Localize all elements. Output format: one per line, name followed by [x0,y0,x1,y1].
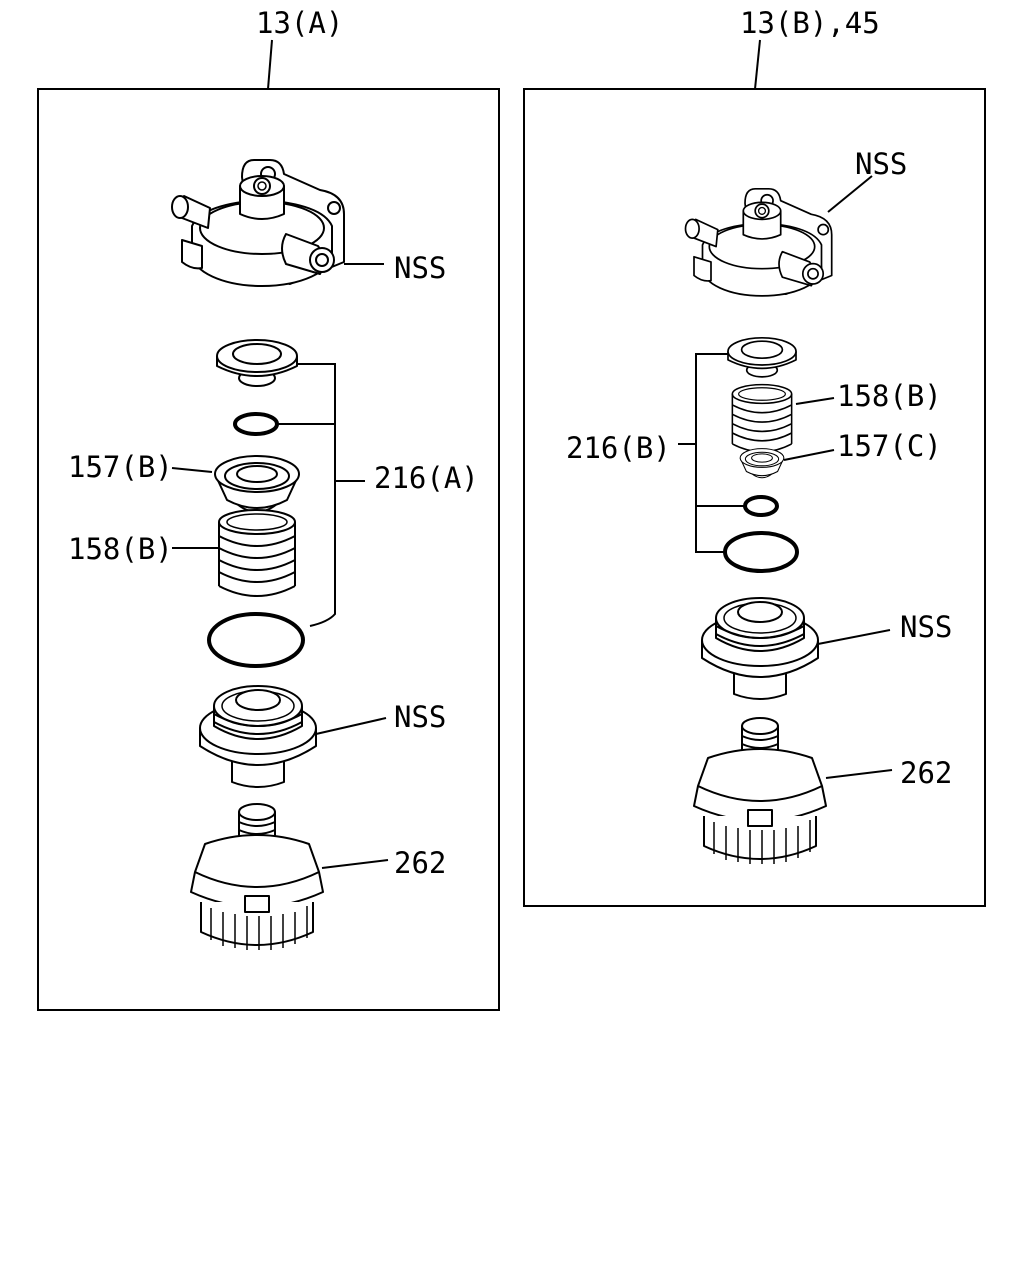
panel-a-small-oring [233,412,279,436]
panel-a-body-leader [315,717,387,735]
panel-b-body-label: NSS [900,610,952,644]
panel-a-bowl-part [190,803,324,951]
panel-b-bowl-label: 262 [900,756,952,790]
panel-b-header-leader [754,39,761,90]
panel-a-large-oring [207,612,305,668]
panel-a-header-leader [267,39,273,90]
panel-b-small-oring [743,495,779,517]
panel-b-large-oring [723,531,799,573]
panel-b-spring-label: 158(B) [837,379,942,413]
panel-b-spring-part [731,383,793,453]
panel-b-spring-leader [795,397,835,405]
panel-b: 13(B),45 NSS 216(B) 158(B) 157(C) NSS 26… [523,6,986,907]
panel-a: 13(A) NSS 216(A) 157(B) 158(B) NSS 262 [37,6,500,1011]
panel-a-body-label: NSS [394,700,446,734]
panel-b-retainer-leader [783,449,835,461]
panel-a-housing-part [171,159,345,287]
panel-a-spring-label: 158(B) [68,532,173,566]
panel-a-housing-label: NSS [394,251,446,285]
panel-a-header: 13(A) [256,6,343,40]
panel-a-bowl-leader [321,859,389,869]
panel-a-retainer-label: 157(B) [68,450,173,484]
panel-b-body-leader [817,629,891,645]
panel-b-kit-bracket [695,353,728,553]
panel-b-retainer-label: 157(C) [837,429,942,463]
panel-a-retainer-part [214,455,300,513]
panel-b-housing-part [684,187,833,297]
panel-b-retainer-part [739,448,785,479]
panel-a-kit-label: 216(A) [374,461,479,495]
panel-a-body-part [199,685,317,788]
panel-b-housing-leader [827,175,873,213]
panel-b-frame [523,88,986,907]
panel-a-kit-bracket [296,363,336,627]
panel-a-retainer-leader [171,467,213,473]
panel-b-body-part [701,597,819,700]
panel-b-header: 13(B),45 [740,6,880,40]
panel-b-cap-part [727,336,797,378]
panel-b-housing-label: NSS [855,147,907,181]
panel-b-bowl-leader [825,769,893,779]
panel-a-cap-part [216,339,298,387]
panel-b-kit-label: 216(B) [566,431,671,465]
panel-a-bowl-label: 262 [394,846,446,880]
panel-a-spring-part [218,509,296,597]
panel-b-bowl-part [693,717,827,865]
